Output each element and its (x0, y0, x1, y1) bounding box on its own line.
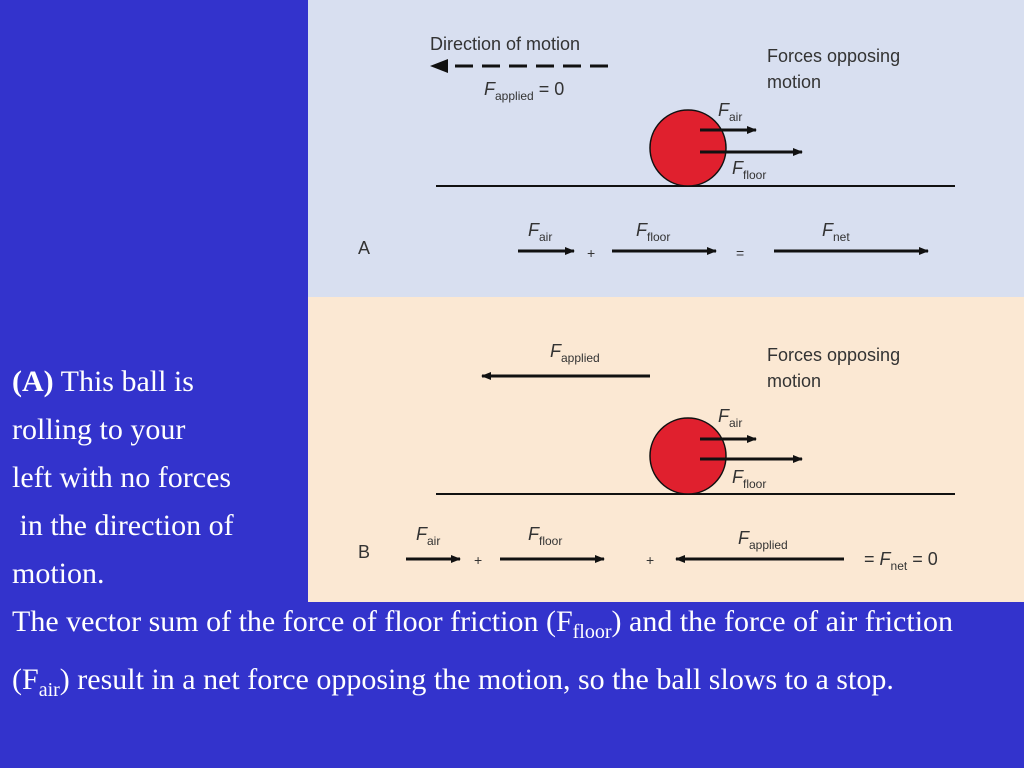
caption-long-sub1: floor (572, 621, 612, 643)
forces-opposing-line2: motion (767, 371, 821, 391)
caption-long-part2: ) and the force of air friction (F (12, 605, 954, 696)
net-force-zero-label: = Fnet = 0 (864, 549, 938, 573)
sum-plus-sign-2: + (646, 552, 654, 568)
force-diagram-figure: Direction of motion Fapplied = 0 Forces … (308, 0, 1024, 602)
forces-opposing-line2: motion (767, 72, 821, 92)
sum-air-label: Fair (528, 220, 552, 244)
caption-bold-prefix: (A) (12, 365, 54, 398)
sum-floor-label: Ffloor (528, 524, 562, 548)
panel-a-label: A (358, 238, 370, 258)
sum-equals-sign: = (736, 245, 744, 261)
sum-plus-sign: + (587, 245, 595, 261)
caption-long-sub2: air (38, 679, 60, 701)
ball (649, 109, 727, 187)
net-force-label: Fnet (822, 220, 850, 244)
direction-of-motion-label: Direction of motion (430, 34, 580, 54)
sum-applied-label: Fapplied (738, 528, 788, 552)
forces-opposing-line1: Forces opposing (767, 46, 900, 66)
air-force-label: Fair (718, 100, 742, 124)
caption-short-text: This ball is rolling to your left with n… (12, 365, 234, 590)
floor-force-label: Ffloor (732, 158, 766, 182)
panel-b: Fapplied Forces opposing motion Fair Ffl… (308, 297, 1024, 602)
caption-long-part3: ) result in a net force opposing the mot… (59, 663, 894, 696)
panel-a: Direction of motion Fapplied = 0 Forces … (308, 0, 1024, 297)
sum-plus-sign-1: + (474, 552, 482, 568)
forces-opposing-line1: Forces opposing (767, 345, 900, 365)
caption-short: (A) This ball is rolling to your left wi… (12, 358, 308, 598)
ball (649, 417, 727, 495)
applied-force-zero-label: Fapplied = 0 (484, 79, 564, 103)
direction-arrowhead (430, 59, 448, 73)
air-force-label: Fair (718, 406, 742, 430)
sum-floor-label: Ffloor (636, 220, 670, 244)
sum-air-label: Fair (416, 524, 440, 548)
applied-force-label: Fapplied (550, 341, 600, 365)
caption-long: The vector sum of the force of floor fri… (12, 598, 1012, 714)
caption-long-part1: The vector sum of the force of floor fri… (12, 605, 573, 638)
floor-force-label: Ffloor (732, 467, 766, 491)
panel-b-label: B (358, 542, 370, 562)
